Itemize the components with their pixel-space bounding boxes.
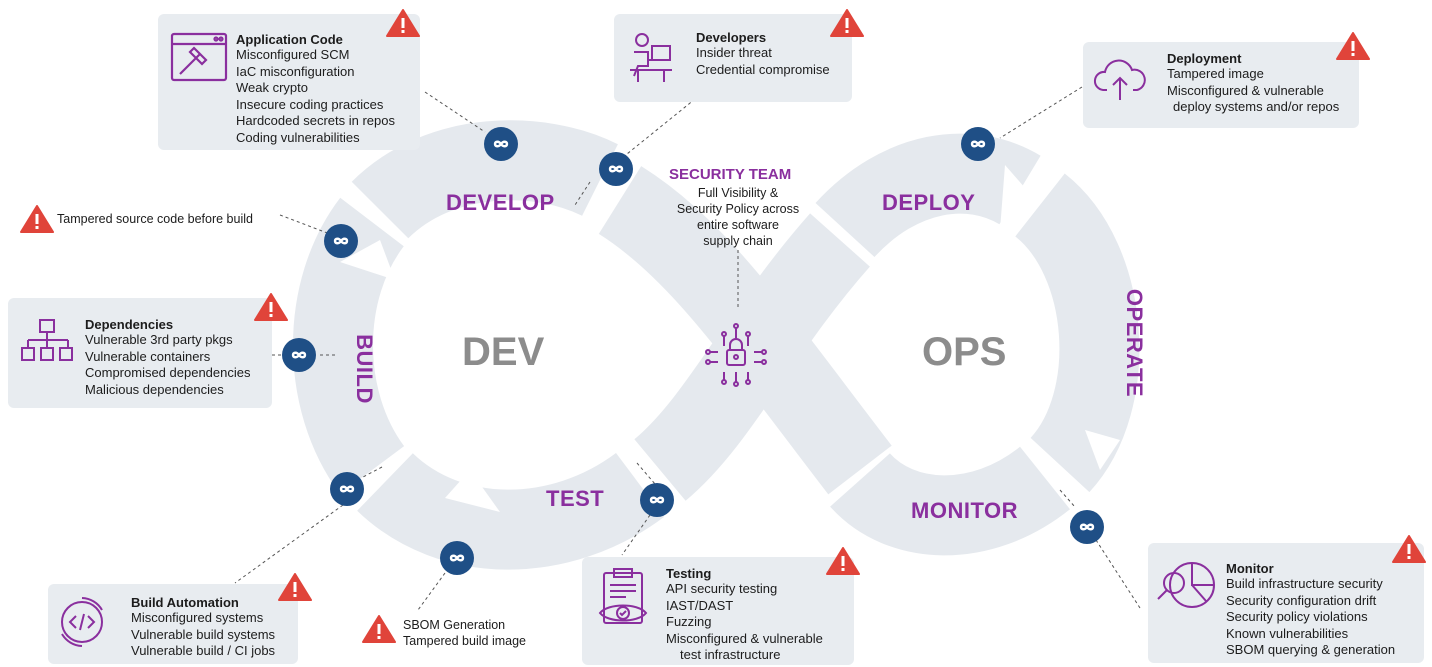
card-item: Misconfigured & vulnerable	[1167, 82, 1324, 98]
card-item: Vulnerable build systems	[131, 626, 276, 642]
infinity-node-icon	[484, 127, 518, 161]
cross-arm-b	[633, 213, 871, 501]
card-item: Coding vulnerabilities	[236, 129, 360, 145]
warning-icon	[254, 293, 288, 321]
ops-loop-bottom	[830, 445, 1070, 556]
card-item: SBOM querying & generation	[1226, 642, 1396, 657]
card-title: Application Code	[236, 32, 343, 47]
warning-icon	[826, 547, 860, 575]
circuit-lock-icon	[705, 323, 767, 387]
ops-loop-top	[815, 133, 1041, 258]
card-item: Hardcoded secrets in repos	[236, 113, 395, 128]
stage-develop: DEVELOP	[446, 190, 555, 215]
warning-icon	[830, 9, 864, 37]
card-item: Misconfigured SCM	[236, 47, 350, 62]
card-item: Insecure coding practices	[236, 96, 384, 112]
infinity-node-icon	[282, 338, 316, 372]
card-testing: Testing API security testing IAST/DAST F…	[582, 557, 854, 665]
card-title: Dependencies	[85, 317, 174, 332]
warning-icon	[20, 205, 54, 233]
card-item: Security policy violations	[1226, 609, 1368, 624]
card-item: Vulnerable containers	[85, 348, 211, 364]
infinity-node-icon	[440, 541, 474, 575]
infinity-node-icon	[599, 152, 633, 186]
card-item: API security testing	[666, 581, 778, 596]
card-item: Malicious dependencies	[85, 381, 224, 397]
dev-label: DEV	[462, 330, 545, 374]
code-window-hammer-icon	[170, 32, 228, 82]
card-title: Testing	[666, 566, 712, 581]
ops-label: OPS	[922, 330, 1007, 374]
tampered-source-text: Tampered source code before build	[57, 212, 253, 226]
sbom-text: SBOM Generation Tampered build image	[403, 617, 526, 649]
card-item: Build infrastructure security	[1226, 576, 1383, 591]
warning-icon	[1392, 535, 1426, 563]
cross-arm-a	[598, 166, 892, 495]
warning-icon	[278, 573, 312, 601]
card-item: test infrastructure	[680, 647, 781, 662]
card-developers: Developers Insider threat Credential com…	[614, 14, 852, 102]
stage-monitor: MONITOR	[911, 498, 1018, 523]
cloud-upload-icon	[1094, 59, 1146, 100]
security-team-description: Full Visibility & Security Policy across…	[658, 185, 818, 249]
card-title: Build Automation	[131, 595, 239, 610]
hierarchy-icon	[21, 319, 73, 361]
card-item: Misconfigured & vulnerable	[666, 630, 823, 646]
ops-loop-right	[1013, 173, 1140, 493]
warning-icon	[386, 9, 420, 37]
warning-icon	[362, 615, 396, 643]
dev-loop-top	[351, 120, 618, 240]
card-build-automation: Build Automation Misconfigured systems V…	[48, 584, 298, 664]
clipboard-eye-icon	[598, 568, 648, 624]
infinity-node-icon	[640, 483, 674, 517]
magnifier-chart-icon	[1157, 562, 1215, 608]
card-item: Misconfigured systems	[131, 610, 264, 625]
card-item: Insider threat	[696, 45, 772, 60]
dev-loop-bottom	[357, 452, 664, 570]
infinity-node-icon	[1070, 510, 1104, 544]
security-team-title: SECURITY TEAM	[669, 166, 792, 183]
card-item: Vulnerable 3rd party pkgs	[85, 332, 233, 347]
security-line: entire software	[697, 218, 779, 232]
stage-test: TEST	[546, 486, 605, 511]
infinity-node-icon	[961, 127, 995, 161]
card-item: Weak crypto	[236, 80, 309, 95]
developer-at-desk-icon	[630, 33, 672, 82]
sbom-line: Tampered build image	[403, 634, 526, 648]
card-dependencies: Dependencies Vulnerable 3rd party pkgs V…	[8, 298, 272, 408]
card-item: Vulnerable build / CI jobs	[131, 643, 276, 658]
card-monitor: Monitor Build infrastructure security Se…	[1148, 543, 1424, 663]
card-item: Fuzzing	[666, 614, 712, 629]
stage-deploy: DEPLOY	[882, 190, 976, 215]
card-item: Security configuration drift	[1226, 592, 1377, 608]
card-item: Known vulnerabilities	[1226, 625, 1349, 641]
code-cycle-icon	[61, 597, 103, 647]
security-line: Full Visibility &	[697, 186, 779, 200]
card-deployment: Deployment Tampered image Misconfigured …	[1083, 42, 1359, 128]
card-title: Deployment	[1167, 51, 1242, 66]
card-item: Credential compromise	[696, 61, 830, 77]
sbom-line: SBOM Generation	[403, 618, 506, 632]
card-item: Tampered image	[1167, 66, 1264, 81]
warning-icon	[1336, 32, 1370, 60]
infinity-node-icon	[330, 472, 364, 506]
infinity-node-icon	[324, 224, 358, 258]
card-item: IAST/DAST	[666, 597, 734, 613]
card-item: deploy systems and/or repos	[1173, 99, 1340, 114]
card-item: Compromised dependencies	[85, 365, 251, 380]
card-title: Monitor	[1226, 561, 1274, 576]
card-application-code: Application Code Misconfigured SCM IaC m…	[158, 14, 420, 150]
card-item: IaC misconfiguration	[236, 63, 355, 79]
card-title: Developers	[696, 30, 767, 45]
security-line: Security Policy across	[676, 202, 800, 216]
security-line: supply chain	[703, 234, 773, 248]
